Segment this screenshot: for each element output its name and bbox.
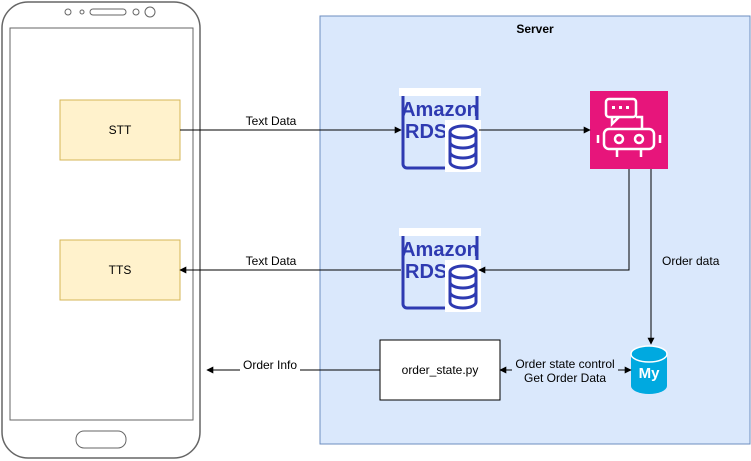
home-button[interactable] xyxy=(75,430,127,449)
edge-label-get-order-data: Get Order Data xyxy=(524,371,606,385)
svg-text:My: My xyxy=(639,365,660,382)
tts-box[interactable]: TTS xyxy=(59,239,181,301)
server-title: Server xyxy=(516,22,554,36)
smartphone xyxy=(1,1,201,459)
stt-label: STT xyxy=(109,123,132,137)
rds-top-line1: Amazon xyxy=(401,99,479,121)
rds-top-line2: RDS xyxy=(405,121,447,143)
chatbot-robot-icon[interactable] xyxy=(590,91,668,169)
edge-label-order-data: Order data xyxy=(662,254,720,268)
edge-chatbot-to-rds xyxy=(478,169,630,274)
amazon-rds-icon[interactable]: Amazon RDS xyxy=(399,228,481,312)
rds-bottom-line2: RDS xyxy=(405,261,447,283)
edge-label-order-info: Order Info xyxy=(243,358,297,372)
edge-label-state-control: Order state control xyxy=(515,357,614,371)
stt-box[interactable]: STT xyxy=(59,99,181,161)
tts-label: TTS xyxy=(109,263,132,277)
order-state-box[interactable]: order_state.py xyxy=(379,339,501,401)
amazon-rds-icon[interactable]: Amazon RDS xyxy=(399,88,481,172)
edge-label-text-data-2: Text Data xyxy=(246,254,297,268)
edge-label-text-data-1: Text Data xyxy=(246,114,297,128)
rds-bottom-line1: Amazon xyxy=(401,239,479,261)
phone-speaker-icon xyxy=(64,6,156,18)
order-state-label: order_state.py xyxy=(402,363,479,377)
mysql-database-icon[interactable]: My xyxy=(630,345,668,394)
